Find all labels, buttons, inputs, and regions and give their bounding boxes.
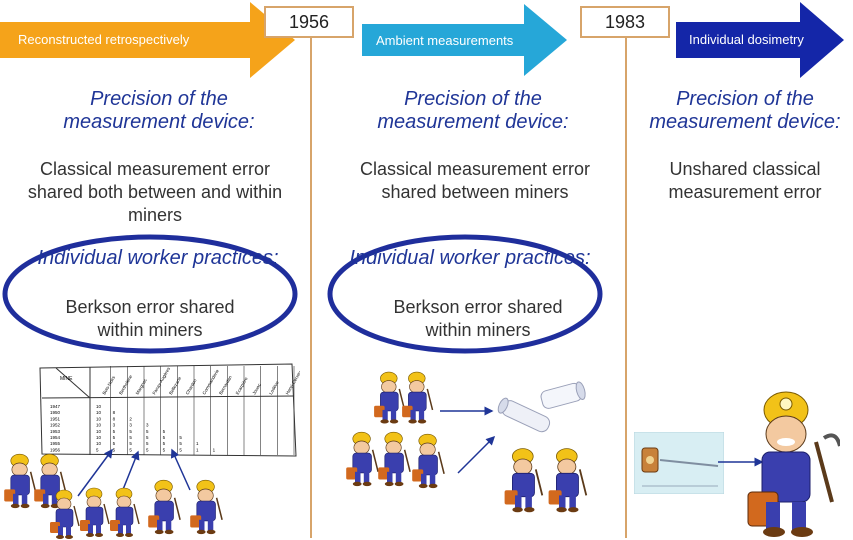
table-row-year: 1956 [50, 447, 61, 452]
table-cell: 5 [129, 447, 132, 452]
pointer-arrows-2 [440, 406, 496, 474]
table-cell: 5 [113, 429, 116, 434]
table-cell: 1 [213, 447, 216, 452]
table-cell: 10 [96, 416, 102, 421]
miner-icon [412, 433, 445, 489]
dosimeter-device-icon [634, 432, 724, 494]
table-column-header: Lodève [268, 380, 280, 396]
miner-icon [548, 448, 588, 513]
table-column-header: Jouac [251, 382, 262, 396]
period-arrow-1 [0, 2, 295, 78]
table-row-year: 1950 [50, 410, 61, 415]
miner-icon [148, 479, 181, 535]
table-cell: 10 [96, 410, 102, 415]
table-header-first: MINE [60, 376, 73, 382]
period-2-device-error: Classical measurement error shared betwe… [359, 159, 591, 202]
table-cell: 3 [146, 423, 149, 428]
table-row-year: 1947 [50, 404, 61, 409]
timeline-1956-line [310, 38, 312, 538]
miner-icon [374, 371, 406, 424]
period-arrow-3 [676, 2, 844, 78]
period-1-practices-error: Berkson error shared within miners [65, 297, 235, 340]
table-cell: 5 [146, 441, 149, 446]
period-3-device-heading: Precision of the measurement device: [649, 88, 841, 133]
table-cell: 5 [113, 435, 116, 440]
dosimeter-tube-icon [497, 381, 586, 433]
miner-icon [50, 489, 80, 539]
table-row-year: 1955 [50, 441, 61, 446]
miner-icon [190, 479, 223, 535]
table-cell: 8 [113, 416, 116, 421]
table-cell: 5 [96, 447, 99, 452]
table-cell: 10 [96, 423, 102, 428]
miner-icon [110, 487, 140, 537]
table-cell: 5 [163, 447, 166, 452]
period-1-practices-heading: Individual worker practices: [37, 247, 279, 269]
table-cell: 1 [196, 441, 199, 446]
table-row-year: 1951 [50, 416, 61, 421]
pointer-arrow-3 [718, 457, 764, 467]
table-cell: 2 [129, 416, 132, 421]
miner-icon [80, 487, 110, 537]
table-cell: 10 [96, 441, 102, 446]
timeline-1983-line [625, 38, 627, 538]
period-2-practices-heading: Individual worker practices: [349, 247, 591, 269]
miner-icon [747, 391, 840, 537]
table-row-year: 1952 [50, 423, 61, 428]
table-cell: 5 [146, 447, 149, 452]
table-cell: 5 [163, 435, 166, 440]
table-cell: 5 [146, 435, 149, 440]
table-cell: 3 [129, 423, 132, 428]
miner-icon [504, 448, 544, 513]
period-arrow-2 [362, 4, 567, 76]
table-row-year: 1954 [50, 435, 61, 440]
table-cell: 5 [179, 447, 182, 452]
table-cell: 1 [196, 447, 199, 452]
table-cell: 5 [129, 429, 132, 434]
table-cell: 8 [113, 410, 116, 415]
period-2-practices-ellipse [327, 234, 603, 354]
table-cell: 5 [113, 441, 116, 446]
period-3-device-error: Unshared classical measurement error [668, 159, 822, 202]
year-1956-box: 1956 [264, 6, 354, 38]
miner-icon [346, 431, 379, 487]
period-2-label: Ambient measurements [376, 33, 514, 48]
period-1-practices-ellipse [2, 234, 298, 354]
table-cell: 5 [163, 429, 166, 434]
table-cell: 5 [146, 429, 149, 434]
period-1-device-heading: Precision of the measurement device: [63, 88, 255, 133]
table-cell: 5 [129, 435, 132, 440]
table-cell: 3 [113, 423, 116, 428]
table-row-year: 1953 [50, 429, 61, 434]
table-cell: 5 [129, 441, 132, 446]
table-cell: 10 [96, 435, 102, 440]
pointer-arrows-1 [77, 448, 191, 497]
period-1-label: Reconstructed retrospectively [18, 32, 190, 47]
year-1983-box: 1983 [580, 6, 670, 38]
period-2-device-heading: Precision of the measurement device: [377, 88, 569, 133]
miner-icon [4, 453, 37, 509]
period-1-device-error: Classical measurement error shared both … [27, 159, 283, 225]
period-2-practices-error: Berkson error shared within miners [393, 297, 563, 340]
miner-icon [378, 431, 411, 487]
table-cell: 5 [179, 441, 182, 446]
table-cell: 5 [179, 435, 182, 440]
table-cell: 5 [113, 447, 116, 452]
miner-icon [402, 371, 434, 424]
period-3-label: Individual dosimetry [689, 32, 804, 47]
table-cell: 10 [96, 404, 102, 409]
table-cell: 10 [96, 429, 102, 434]
table-cell: 5 [163, 441, 166, 446]
